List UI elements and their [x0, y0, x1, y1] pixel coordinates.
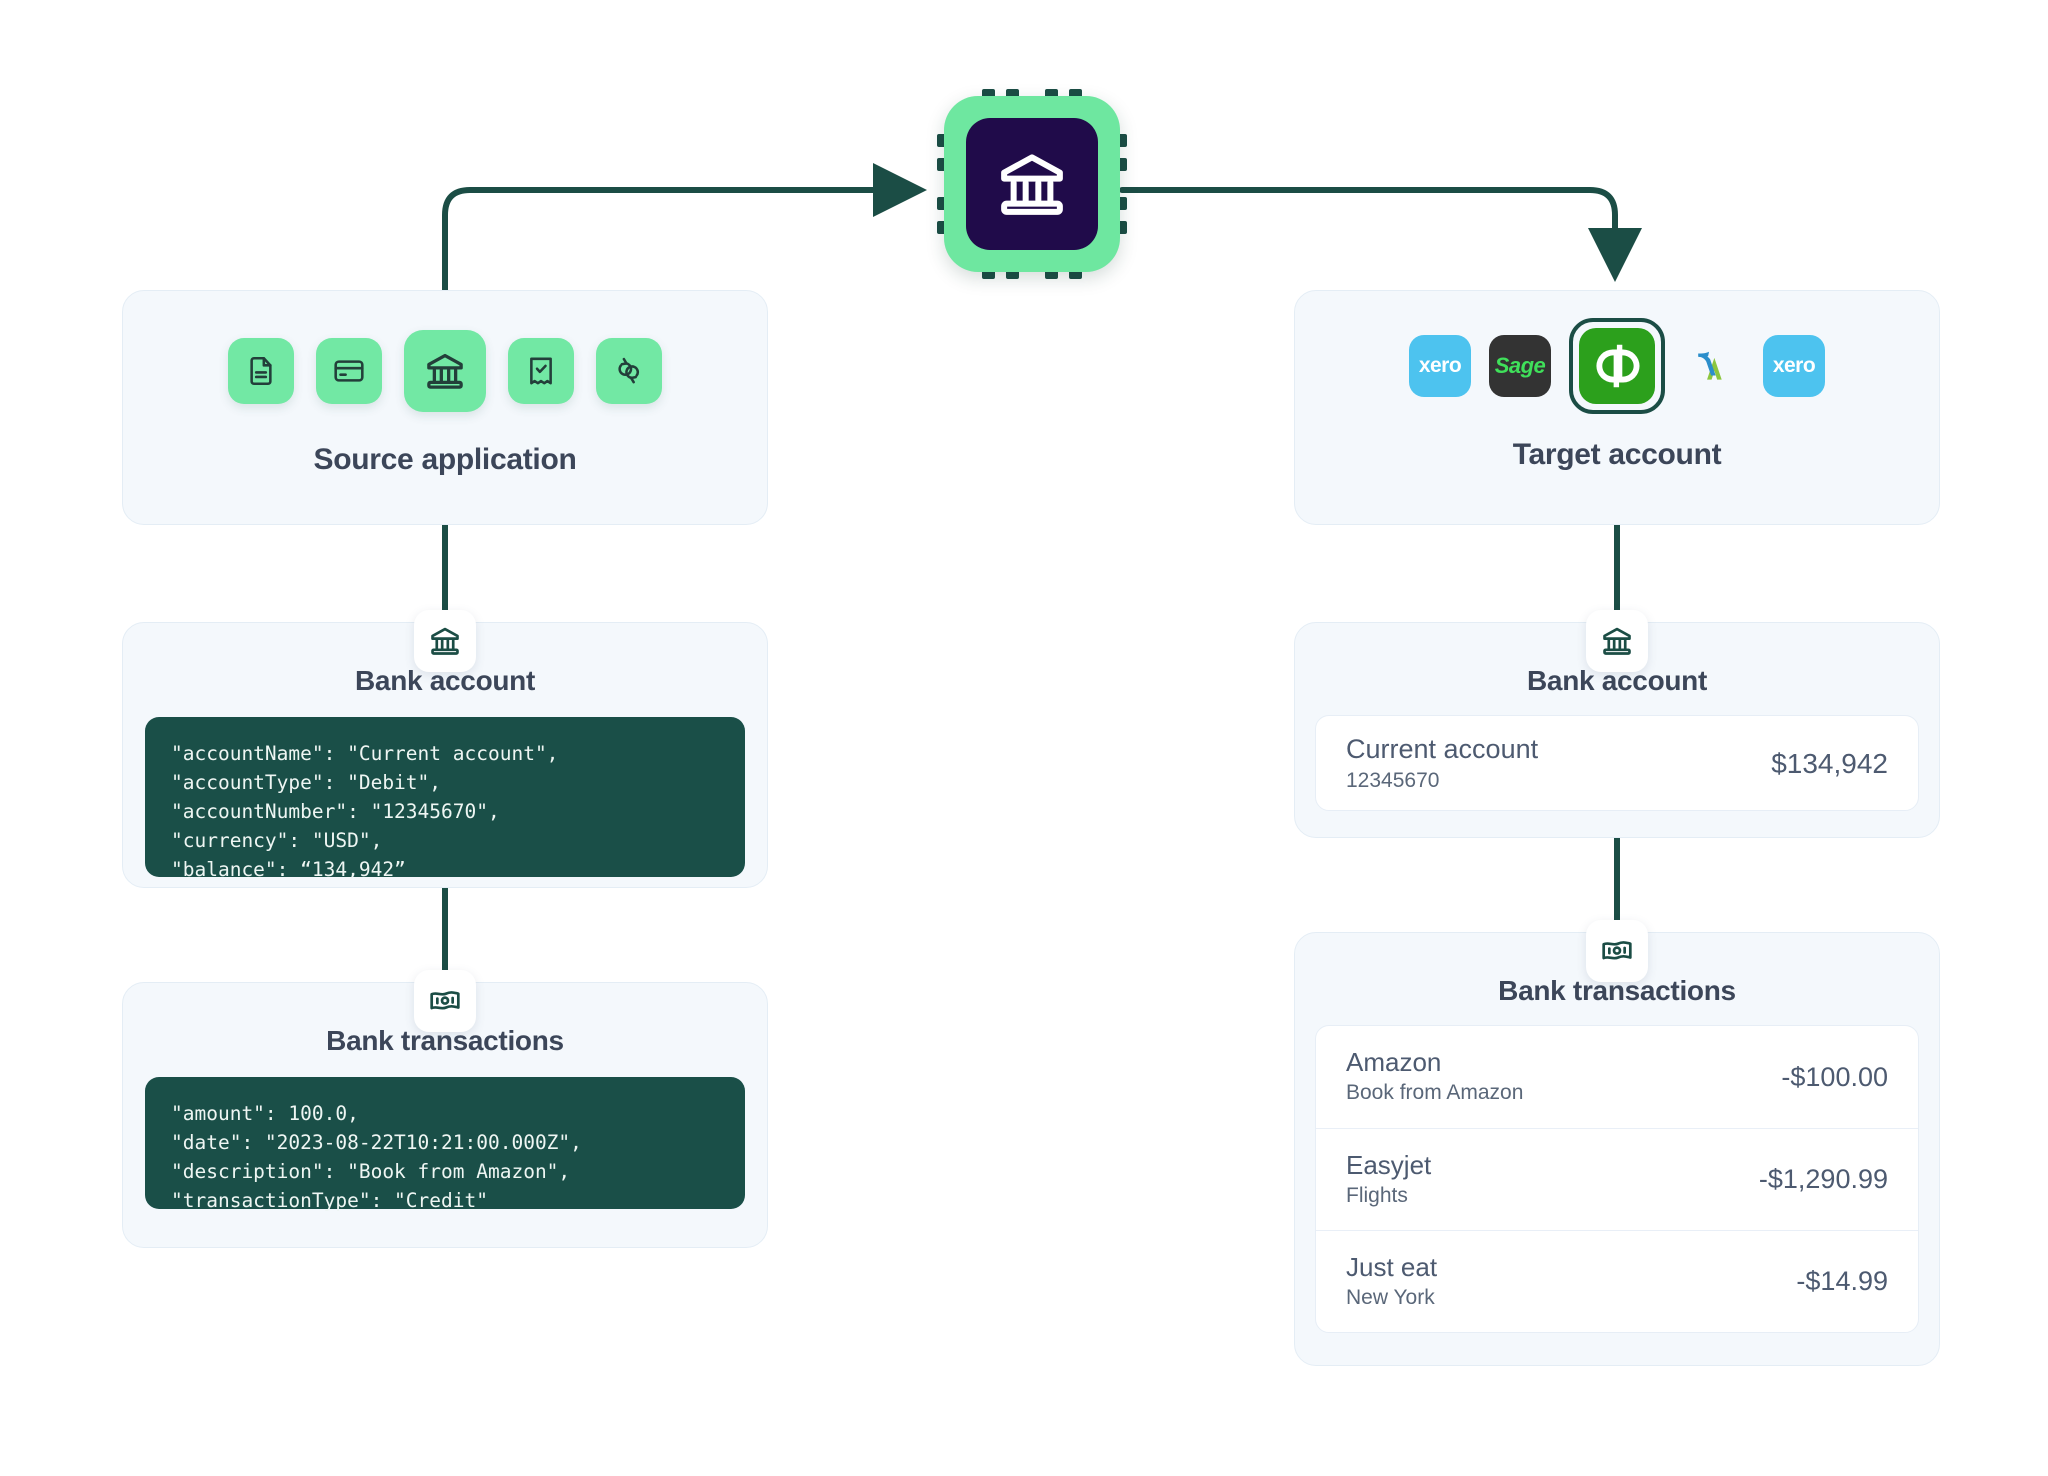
target-logo-row: xero Sage: [1295, 316, 1939, 416]
account-name: Current account: [1346, 734, 1539, 765]
target-account-panel: xero Sage: [1294, 290, 1940, 525]
source-app-icon-row: [123, 321, 767, 421]
transaction-amount: -$1,290.99: [1758, 1164, 1888, 1194]
receipt-check-icon: [530, 357, 552, 385]
chip-inner: [966, 118, 1098, 250]
transaction-description: New York: [1346, 1285, 1435, 1309]
badge-bank-transactions-target: [1586, 920, 1648, 982]
money-note-icon: [430, 991, 460, 1010]
transaction-amount: -$14.99: [1796, 1266, 1888, 1296]
quickbooks-icon: [1596, 344, 1640, 388]
source-panel-title: Source application: [313, 443, 577, 476]
badge-bank-account-target: [1586, 610, 1648, 672]
target-panel-title: Target account: [1512, 438, 1722, 471]
table-row[interactable]: Amazon Book from Amazon -$100.00: [1316, 1026, 1918, 1128]
transaction-description: Book from Amazon: [1346, 1081, 1524, 1105]
sage-logo-text: Sage: [1494, 353, 1546, 378]
target-transactions-list: Amazon Book from Amazon -$100.00 Easyjet…: [1315, 1025, 1919, 1333]
target-bank-transactions-card: Bank transactions Amazon Book from Amazo…: [1294, 932, 1940, 1366]
bank-icon: [1001, 154, 1063, 215]
bank-icon: [1603, 627, 1631, 655]
bank-icon: [427, 353, 463, 389]
source-bank-account-code: "accountName": "Current account", "accou…: [145, 717, 745, 881]
document-icon: [250, 356, 272, 386]
target-bank-account-card: Bank account Current account 12345670 $1…: [1294, 622, 1940, 838]
logo-tile-xero-1[interactable]: xero: [1409, 335, 1471, 397]
transaction-amount: -$100.00: [1781, 1061, 1888, 1092]
target-account-row[interactable]: Current account 12345670 $134,942: [1315, 715, 1919, 811]
freeagent-icon: [1698, 351, 1722, 380]
source-bank-transactions-code: "amount": 100.0, "date": "2023-08-22T10:…: [145, 1077, 745, 1212]
bank-icon: [431, 627, 459, 655]
account-balance: $134,942: [1771, 748, 1888, 779]
source-bank-transactions-card: Bank transactions "amount": 100.0, "date…: [122, 982, 768, 1248]
app-tile-receipt[interactable]: [508, 338, 574, 404]
badge-bank-account-source: [414, 610, 476, 672]
transaction-name: Just eat: [1346, 1251, 1438, 1282]
table-row[interactable]: Easyjet Flights -$1,290.99: [1316, 1128, 1918, 1230]
badge-bank-transactions-source: [414, 970, 476, 1032]
bank-data-chip: [937, 89, 1127, 279]
app-tile-bank[interactable]: [404, 330, 486, 412]
logo-tile-sage[interactable]: Sage: [1489, 335, 1551, 397]
selected-ring: [1569, 318, 1665, 414]
account-number: 12345670: [1346, 769, 1440, 793]
sync-refresh-icon: [618, 357, 640, 384]
xero-logo-text: xero: [1418, 354, 1462, 377]
logo-tile-quickbooks-selected[interactable]: [1569, 318, 1665, 414]
app-tile-credit-card[interactable]: [316, 338, 382, 404]
logo-tile-xero-2[interactable]: xero: [1763, 335, 1825, 397]
app-tile-sync[interactable]: [596, 338, 662, 404]
transaction-name: Amazon: [1346, 1047, 1442, 1078]
source-application-panel: Source application: [122, 290, 768, 525]
logo-tile-freeagent[interactable]: [1683, 335, 1745, 397]
connector-chip-to-target: [1119, 187, 1642, 282]
table-row[interactable]: Just eat New York -$14.99: [1316, 1230, 1918, 1332]
xero-logo-text: xero: [1772, 354, 1816, 377]
app-tile-document[interactable]: [228, 338, 294, 404]
credit-card-icon: [334, 360, 364, 382]
transaction-description: Flights: [1346, 1183, 1408, 1207]
money-note-icon: [1602, 941, 1632, 960]
transaction-name: Easyjet: [1346, 1149, 1432, 1180]
connector-source-to-chip: [442, 163, 927, 293]
